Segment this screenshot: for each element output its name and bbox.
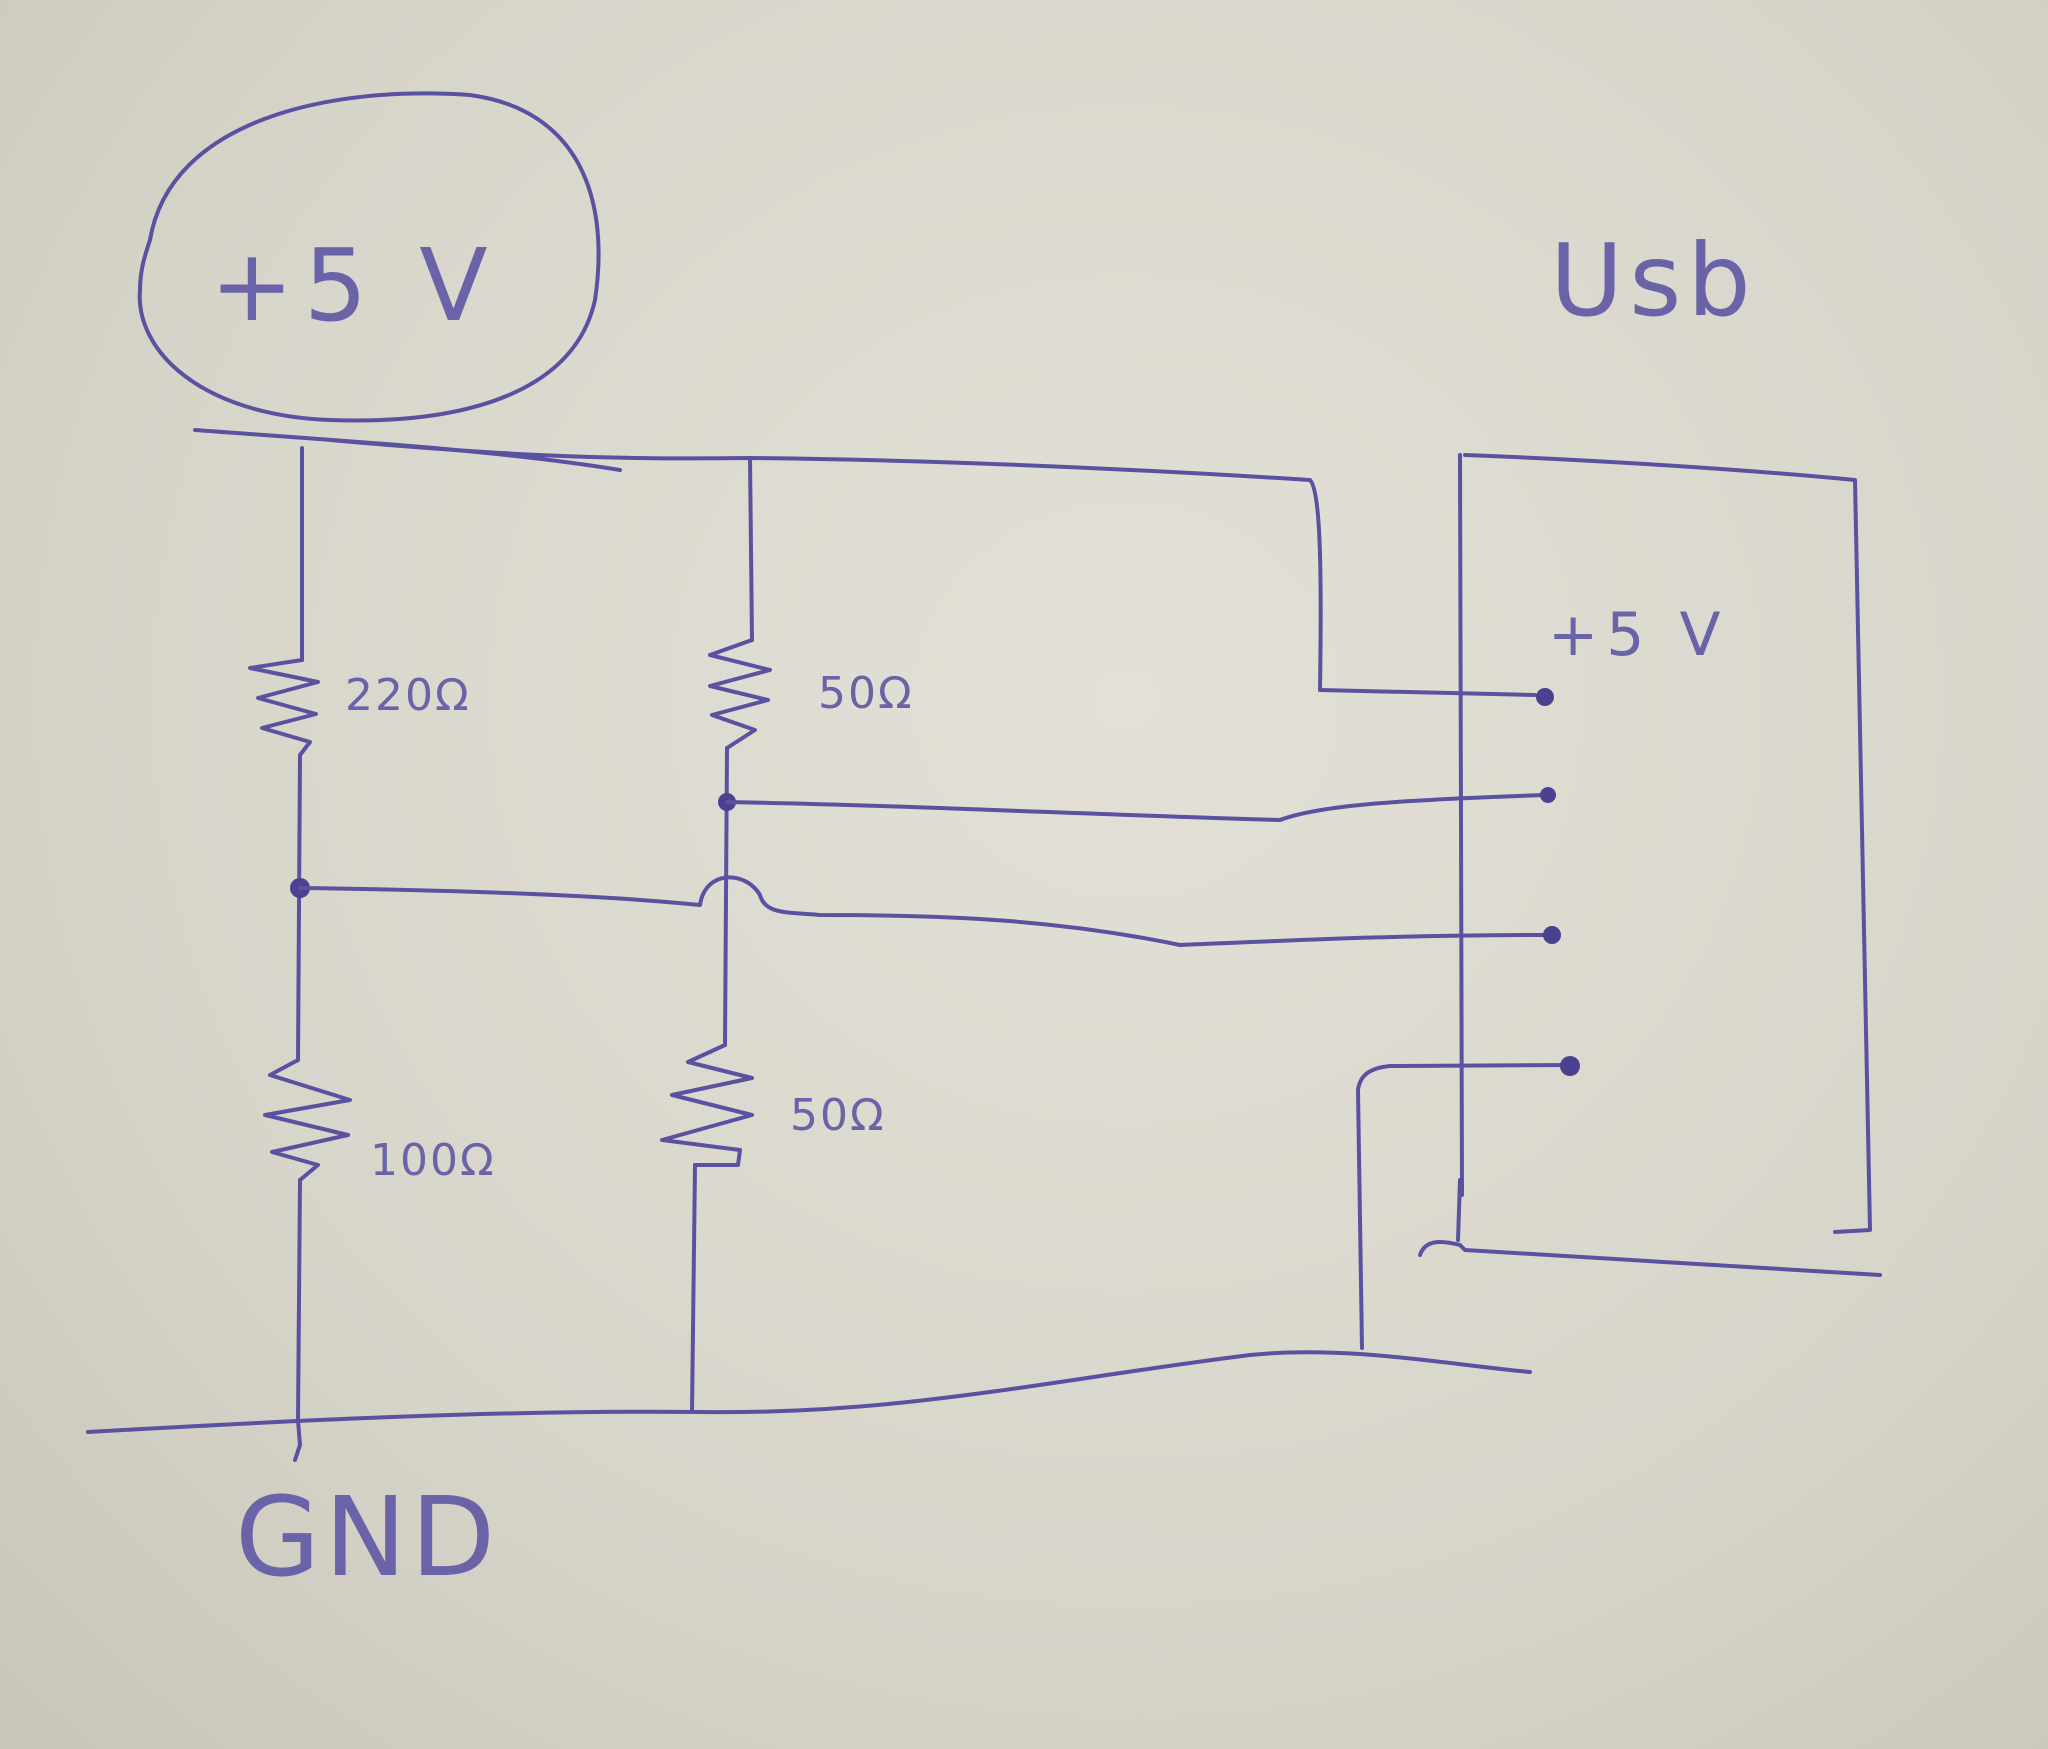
resistor-50-upper-label: 50Ω [818,668,914,719]
resistor-50-lower [660,1043,754,1167]
resistor-100-label: 100Ω [370,1135,496,1186]
resistor-50-upper [708,638,772,750]
supply-circle [137,91,601,423]
usb-pin-data-plus [1540,787,1556,803]
left-branch-wire [293,446,304,1462]
data-minus-wire [298,875,1552,947]
supply-node: +5 V [137,91,601,423]
ground-rail-wire [86,1350,1532,1434]
resistor-220 [248,658,320,757]
usb-pin-vcc [1536,688,1554,706]
resistor-220-label: 220Ω [345,670,471,721]
top-rail-wire [193,428,1537,697]
middle-branch-wire [690,456,754,1414]
usb-body-outline [1418,453,1882,1277]
usb-pin-label: +5 V [1548,600,1729,670]
data-plus-wire [725,793,1547,822]
usb-connector: Usb +5 V [1418,222,1882,1277]
resistor-100 [263,1058,352,1182]
supply-label: +5 V [210,227,498,344]
resistor-50-lower-label: 50Ω [790,1090,886,1141]
usb-ground-wire [1356,1063,1572,1350]
ground-label: GND [235,1473,499,1601]
usb-pin-ground [1560,1056,1580,1076]
usb-pin-data-minus [1543,926,1561,944]
usb-label: Usb [1550,222,1757,339]
